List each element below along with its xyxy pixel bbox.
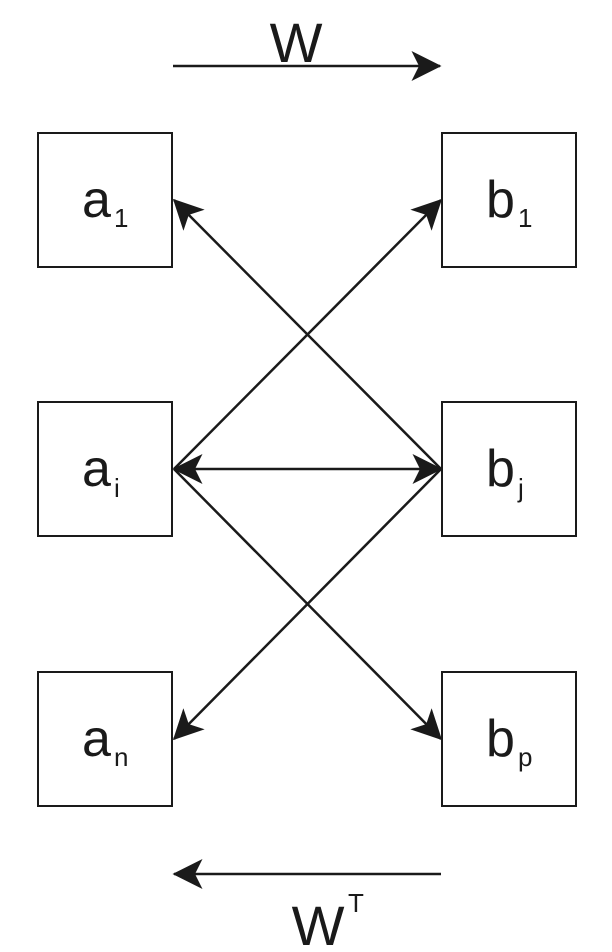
node-bp-base: b	[486, 710, 515, 768]
layer-b-node-1: b 1	[441, 132, 577, 268]
backward-matrix-superscript: T	[348, 888, 364, 918]
node-a1-base: a	[82, 171, 111, 229]
node-ai-base: a	[82, 440, 111, 498]
edge-bj-to-an	[172, 468, 442, 741]
layer-a-node-n: a n	[37, 671, 173, 807]
node-ai-subscript: i	[114, 473, 120, 503]
edge-bj-to-a1	[172, 198, 442, 470]
node-an-subscript: n	[114, 742, 128, 772]
node-a1-subscript: 1	[114, 203, 128, 233]
forward-matrix-label: W	[270, 11, 323, 74]
node-bj-subscript: j	[517, 473, 524, 503]
backward-matrix-label: W	[292, 894, 345, 952]
node-bj-base: b	[486, 440, 515, 498]
node-bp-subscript: p	[518, 742, 532, 772]
node-b1-base: b	[486, 171, 515, 229]
layer-b-node-p: b p	[441, 671, 577, 807]
layer-a-node-1: a 1	[37, 132, 173, 268]
layer-b-node-j: b j	[441, 401, 577, 537]
layer-a-node-i: a i	[37, 401, 173, 537]
node-an-base: a	[82, 710, 111, 768]
node-b1-subscript: 1	[518, 203, 532, 233]
